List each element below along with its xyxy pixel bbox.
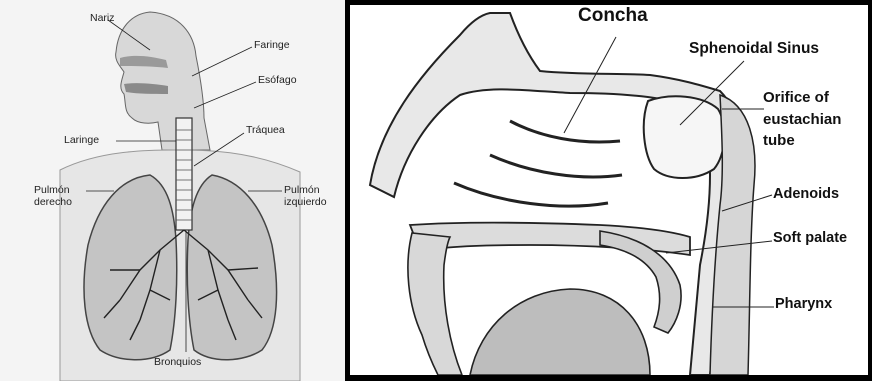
label-orifice-1: Orifice of — [763, 89, 829, 106]
label-sphenoidal-sinus: Sphenoidal Sinus — [689, 40, 819, 58]
label-esofago: Esófago — [258, 75, 297, 86]
lips — [408, 233, 462, 375]
label-pulmon-izquierdo-1: Pulmón — [284, 185, 320, 196]
label-orifice-3: tube — [763, 132, 795, 149]
label-pulmon-izquierdo-2: izquierdo — [284, 197, 327, 208]
trachea — [176, 118, 192, 230]
label-laringe: Laringe — [64, 135, 99, 146]
label-traquea: Tráquea — [246, 125, 285, 136]
label-nariz: Nariz — [90, 13, 115, 24]
label-pharynx: Pharynx — [775, 296, 832, 312]
label-adenoids: Adenoids — [773, 186, 839, 202]
label-soft-palate: Soft palate — [773, 230, 847, 246]
conchae — [454, 121, 622, 206]
nasal-cavity-panel: Concha Sphenoidal Sinus Orifice of eusta… — [345, 0, 872, 381]
label-orifice-2: eustachian — [763, 111, 841, 128]
label-pulmon-derecho-1: Pulmón — [34, 185, 70, 196]
label-pulmon-derecho-2: derecho — [34, 197, 72, 208]
nasal-cavity-frame: Concha Sphenoidal Sinus Orifice of eusta… — [350, 5, 868, 375]
label-bronquios: Bronquios — [154, 357, 201, 368]
head-silhouette — [116, 12, 210, 150]
label-concha: Concha — [578, 5, 648, 27]
sphenoidal-sinus — [644, 96, 725, 178]
tongue — [470, 289, 650, 375]
label-faringe: Faringe — [254, 40, 290, 51]
respiratory-system-panel: Nariz Faringe Esófago Laringe Tráquea Pu… — [0, 0, 345, 381]
